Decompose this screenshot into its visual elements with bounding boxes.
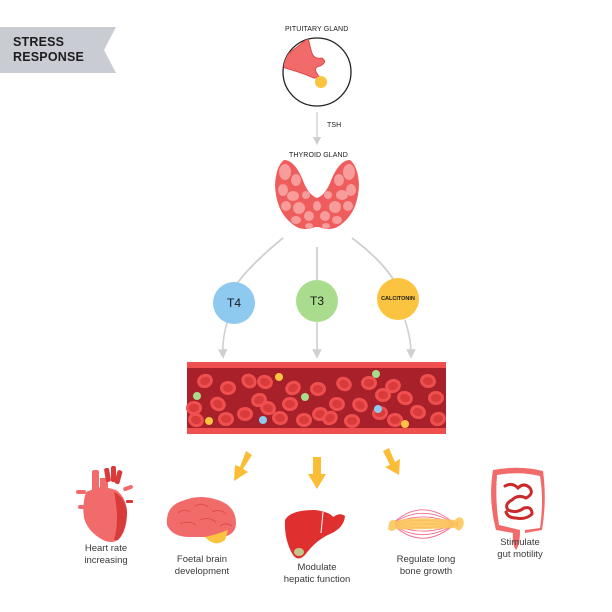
red-blood-cell-center xyxy=(347,417,357,425)
hormone-particle xyxy=(374,405,382,413)
red-blood-cell-center xyxy=(355,400,365,410)
red-blood-cell-center xyxy=(332,399,342,409)
effect-caption-intestine: Stimulate gut motility xyxy=(465,537,575,561)
blood-cells xyxy=(186,370,446,428)
hormone-calcitonin-label: CALCITONIN xyxy=(381,296,415,302)
arrow-down-left xyxy=(234,451,252,481)
effect-caption-heart: Heart rate increasing xyxy=(51,543,161,567)
hormone-t3-label: T3 xyxy=(309,294,324,308)
hormone-t4: T4 xyxy=(213,282,255,324)
caption-line: Foetal brain xyxy=(176,554,228,565)
red-blood-cell-center xyxy=(285,400,295,408)
bone-icon xyxy=(388,509,464,539)
caption-line: hepatic function xyxy=(283,574,351,585)
liver-icon xyxy=(284,510,345,559)
red-blood-cell-center xyxy=(299,416,309,424)
red-blood-cell-center xyxy=(263,403,273,413)
caption-line: Stimulate xyxy=(500,537,540,548)
red-blood-cell-center xyxy=(413,407,423,417)
hormone-particle xyxy=(401,420,409,428)
red-blood-cell-center xyxy=(339,379,349,389)
connector-calcitonin xyxy=(351,237,397,285)
hormone-particle xyxy=(275,373,283,381)
effect-caption-liver: Modulate hepatic function xyxy=(262,562,372,586)
red-blood-cell-center xyxy=(260,377,270,387)
hormone-particle xyxy=(301,393,309,401)
arrow-calcitonin-blood xyxy=(404,319,416,359)
red-blood-cell-center xyxy=(189,404,199,412)
tsh-label: TSH xyxy=(327,122,342,129)
red-blood-cell-center xyxy=(213,399,223,409)
caption-line: bone growth xyxy=(399,566,453,577)
caption-line: increasing xyxy=(84,555,128,566)
red-blood-cell-center xyxy=(325,413,335,423)
pituitary-label: PITUITARY GLAND xyxy=(285,26,349,33)
red-blood-cell-center xyxy=(191,415,201,425)
title-line-2: RESPONSE xyxy=(13,50,85,64)
red-blood-cell-center xyxy=(288,383,298,393)
red-blood-cell-center xyxy=(240,410,250,418)
thyroid-gland-icon xyxy=(275,160,359,230)
hormone-t3: T3 xyxy=(296,280,338,322)
caption-line: development xyxy=(174,566,230,577)
red-blood-cell-center xyxy=(390,416,400,424)
red-blood-cell-center xyxy=(400,393,410,403)
red-blood-cell-center xyxy=(221,415,231,423)
red-blood-cell-center xyxy=(313,385,323,393)
hormone-particle xyxy=(193,392,201,400)
effect-caption-bone: Regulate long bone growth xyxy=(371,554,481,578)
red-blood-cell-center xyxy=(431,394,441,402)
title-line-1: STRESS xyxy=(13,35,65,49)
arrow-down xyxy=(308,457,326,489)
arrow-t4-blood xyxy=(217,319,229,359)
red-blood-cell-center xyxy=(200,376,210,386)
red-blood-cell-center xyxy=(423,376,433,386)
red-blood-cell-center xyxy=(364,379,374,387)
thyroid-label: THYROID GLAND xyxy=(289,152,348,159)
red-blood-cell-center xyxy=(433,414,443,424)
heart-icon xyxy=(76,466,133,542)
arrow-down-right xyxy=(383,448,400,475)
intestine-icon xyxy=(491,467,545,550)
hormone-particle xyxy=(372,370,380,378)
red-blood-cell-center xyxy=(254,395,264,405)
red-blood-cell-center xyxy=(223,384,233,392)
red-blood-cell-center xyxy=(244,376,254,386)
red-blood-cell-center xyxy=(388,381,398,391)
caption-line: gut motility xyxy=(497,549,543,560)
red-blood-cell-center xyxy=(378,391,388,399)
effect-caption-brain: Foetal brain development xyxy=(147,554,257,578)
page-title: STRESS RESPONSE xyxy=(13,35,84,65)
brain-icon xyxy=(166,497,236,544)
hormone-calcitonin: CALCITONIN xyxy=(377,278,419,320)
red-blood-cell-center xyxy=(275,413,285,423)
pituitary-gland-icon xyxy=(282,37,352,107)
red-blood-cell-center xyxy=(315,409,325,419)
caption-line: Heart rate xyxy=(84,543,128,554)
hormone-particle xyxy=(205,417,213,425)
caption-line: Regulate long xyxy=(396,554,456,565)
hormone-particle xyxy=(259,416,267,424)
hormone-t4-label: T4 xyxy=(226,296,241,310)
effect-arrows xyxy=(234,448,400,489)
caption-line: Modulate xyxy=(297,562,337,573)
connector-t4 xyxy=(235,237,284,286)
